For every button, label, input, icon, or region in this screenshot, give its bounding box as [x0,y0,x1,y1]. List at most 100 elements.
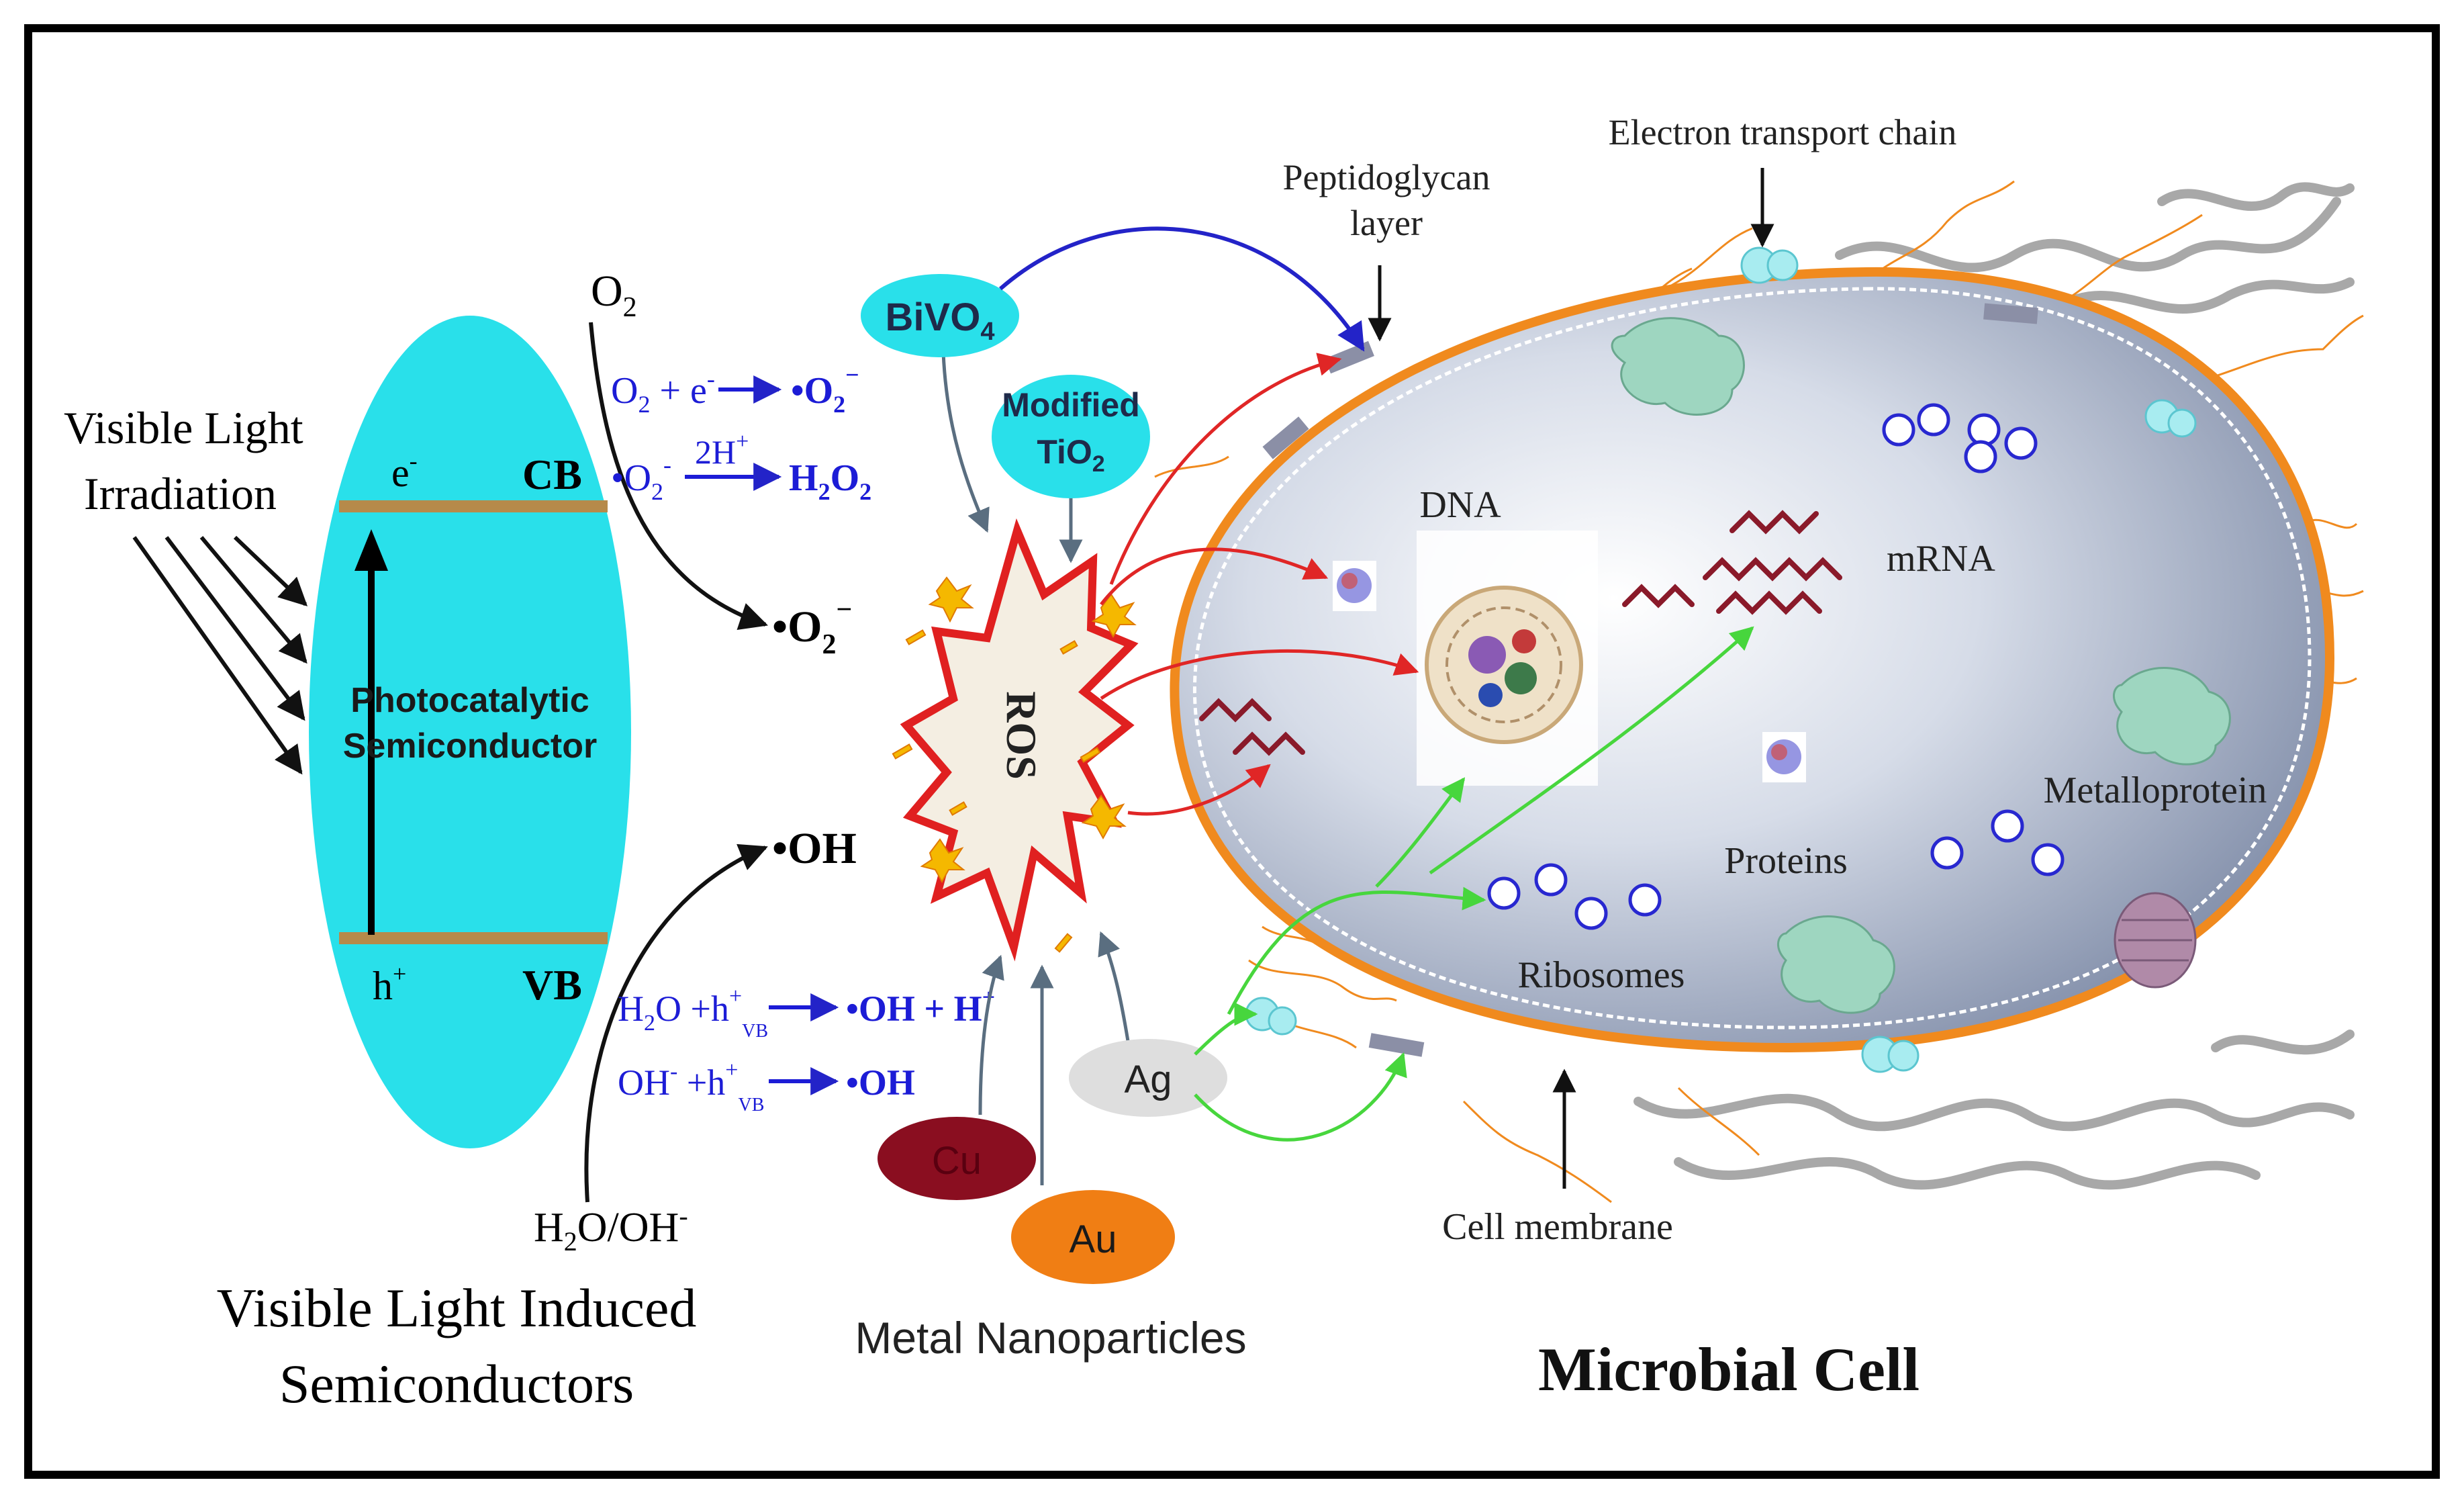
pilus [1154,455,1229,478]
mrna-label: mRNA [1887,538,1995,580]
ros-sparks [892,576,1137,953]
semiconductor-panel: e- h+ CB VB Photocatalytic Semiconductor… [64,316,696,1414]
flagellum [2211,1030,2355,1055]
ag-to-dna-arrow [1375,777,1466,888]
reaction-4-right: •OH [846,1062,915,1103]
mrna-strand [1729,510,1819,535]
light-ray [233,535,308,606]
membrane-channel [2167,408,2197,438]
metalloprotein-label: Metalloprotein [2044,770,2267,811]
semiconductor-label-1: Photocatalytic [350,681,589,720]
flagellum [1633,1093,2355,1132]
membrane-channel [1766,249,1799,281]
mrna-strand [1716,590,1822,615]
reaction-1-left: O2 + e- [611,365,715,418]
o2-reduction-arrow [589,322,768,630]
cell-membrane-label: Cell membrane [1442,1206,1673,1248]
flagellum [2157,182,2355,212]
microbial-cell-title: Microbial Cell [1538,1335,1920,1404]
hole-label: h+ [373,960,406,1008]
semiconductor-caption-2: Semiconductors [279,1353,634,1414]
modified-label: Modified [1002,386,1140,424]
dna-protein [1478,683,1503,707]
pilus [1248,959,1397,1002]
gray-arrows [941,352,1130,1185]
peptidoglycan-label-1: Peptidoglycan [1283,157,1490,197]
inner-membrane [1192,287,2312,1030]
ribosome [1534,863,1568,897]
bivo4-label: BiVO4 [886,295,995,346]
protein-icon [1341,573,1358,589]
au-label: Au [1070,1218,1117,1261]
ag-to-channel-arrow [1194,1002,1258,1056]
ribosome [1882,413,1915,447]
pilus [1677,1087,1760,1156]
water-label: H2O/OH- [534,1201,688,1257]
mrna-strand [1233,731,1305,756]
water-oxidation-arrow [584,843,768,1203]
protein-squares [1333,561,1806,782]
cu-label: Cu [932,1139,982,1183]
dna-coil [1425,586,1583,744]
mrna-strand [1199,698,1272,723]
reaction-2-left: •O2- [611,451,671,505]
electron-label: e- [391,447,418,495]
o2-label: O2 [591,267,637,323]
ros-to-dna-arrow [1100,649,1419,700]
light-label-1: Visible Light [64,402,303,453]
spark [928,576,974,623]
peptidoglycan-patch [1368,1033,1425,1057]
dna-coil-inner [1446,606,1562,723]
peptidoglycan-label-2: layer [1350,203,1423,243]
peptidoglycan-patch [1262,416,1309,459]
pilus [2215,314,2364,377]
spark [905,629,927,645]
protein-icon [1771,744,1787,760]
semiconductor-label-2: Semiconductor [343,727,598,766]
ros-burst [900,518,1139,962]
dna-nucleoid [1417,531,1598,786]
mrna-strand [1703,557,1842,582]
spark [892,743,913,760]
pilus [1865,180,2015,283]
ag-to-ros-arrow [1098,931,1130,1042]
metalloproteins [1611,317,2231,1014]
au-particle [1011,1190,1175,1284]
ribosome-clusters [1487,403,2065,930]
ag-to-ribosome-arrow [1227,886,1486,1015]
bivo4-to-ros-arrow [941,352,990,533]
purple-protein [2114,892,2197,989]
spark [949,801,967,816]
flagellum [1835,197,2341,273]
semiconductor-caption-1: Visible Light Induced [217,1277,697,1338]
dna-label: DNA [1419,484,1501,526]
green-arrows [1194,626,1754,1142]
valence-band [339,932,608,944]
light-ray [164,536,305,721]
red-arrows [1100,353,1419,816]
membrane-channel [1887,1040,1920,1072]
reaction-1-right: •O2− [791,361,859,418]
ros-label: ROS [998,691,1045,780]
reactions-panel: O2 •O2− •OH H2O/OH- O2 + e- •O2− •O2- 2H… [534,267,995,1257]
reaction-2-condition: 2H+ [695,429,749,471]
electron-chain-label: Electron transport chain [1609,112,1957,152]
cb-label: CB [522,451,582,498]
dna-protein [1468,636,1506,674]
ribosome [1628,883,1662,917]
ag-label: Ag [1125,1058,1172,1101]
nanoparticles-panel: ROS BiVO4 Modified TiO2 Ag Cu Au [855,274,1247,1363]
dna-protein [1512,629,1536,653]
pilus [1462,1100,1612,1203]
spark [1091,593,1137,639]
peptidoglycan-patch [1983,303,2038,324]
membrane-channel [1268,1006,1297,1036]
protein-complex-lines [2118,919,2192,962]
ribosome [1964,440,1997,473]
bivo4-particle [861,274,1019,357]
ag-to-patch-arrow [1194,1052,1407,1142]
ribosome [1487,876,1521,910]
ribosome [2031,843,2065,876]
